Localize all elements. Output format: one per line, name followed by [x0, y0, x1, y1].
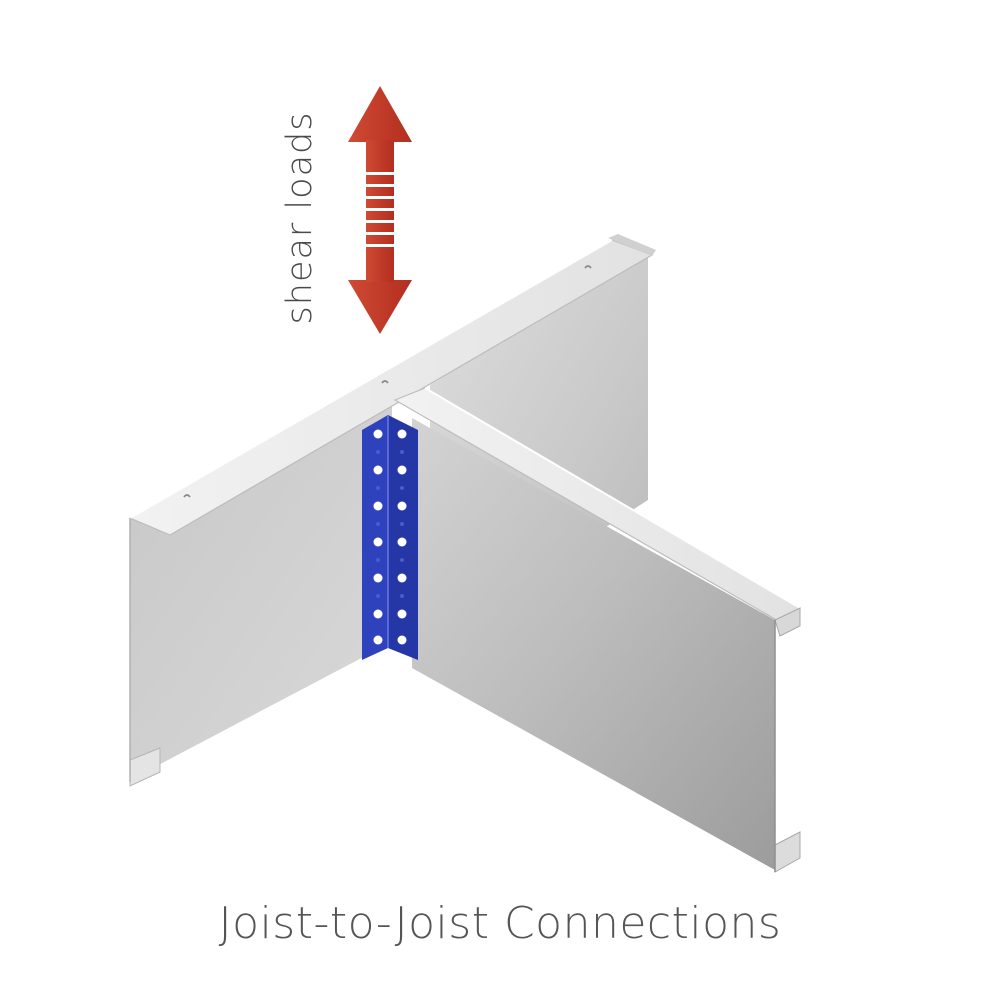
- arrow-shaft-stripes: [366, 172, 394, 247]
- arrow-head-down: [348, 280, 412, 334]
- secondary-joist-end-lip: [774, 607, 801, 637]
- angle-clip-icon: [362, 415, 418, 660]
- diagram-caption: Joist-to-Joist Connections: [218, 898, 782, 949]
- secondary-joist-bottom-flange: [774, 831, 801, 873]
- secondary-joist: [393, 387, 802, 873]
- clip-right-leg: [388, 415, 418, 660]
- arrow-head-up: [348, 86, 412, 142]
- screw-marks: [183, 265, 592, 498]
- clip-left-leg: [362, 415, 388, 660]
- shear-loads-text: shear loads: [280, 111, 320, 325]
- clip-bolt-holes: [373, 429, 407, 645]
- secondary-joist-web: [412, 418, 775, 870]
- double-arrow-vertical-icon: [348, 86, 412, 334]
